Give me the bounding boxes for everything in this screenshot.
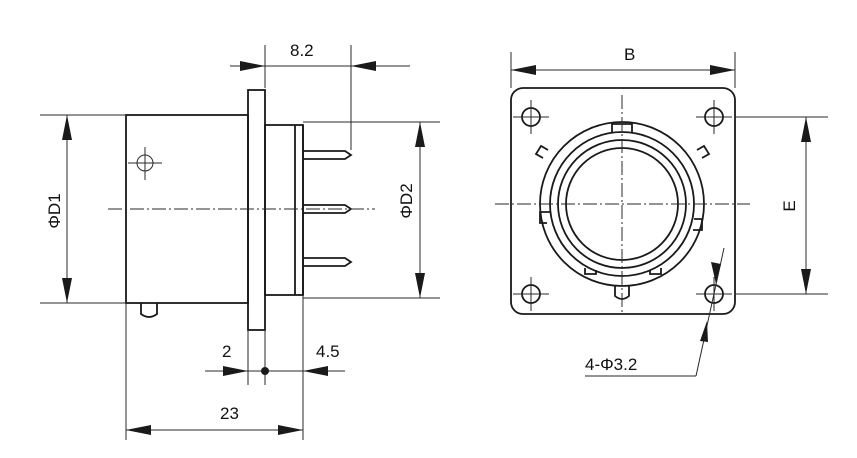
- label-holes: 4-Φ3.2: [585, 355, 637, 374]
- label-23: 23: [220, 404, 239, 423]
- label-b: B: [624, 45, 635, 64]
- dim-23: [126, 425, 303, 435]
- label-e: E: [780, 200, 799, 211]
- dim-b: [511, 65, 735, 75]
- label-4-5: 4.5: [316, 342, 340, 361]
- side-stub: [140, 303, 158, 318]
- dim-2-4-5: [205, 366, 345, 376]
- side-view: 8.2 ΦD1 ΦD2 2 4.5 23: [40, 41, 440, 440]
- side-flange: [247, 89, 266, 331]
- dim-d1: [62, 115, 72, 303]
- front-flange: [510, 87, 736, 315]
- dim-d2: [415, 122, 425, 298]
- side-rear-shell: [264, 124, 304, 296]
- label-d1: ΦD1: [45, 193, 64, 228]
- hole-leader: [585, 247, 725, 377]
- label-2: 2: [222, 342, 231, 361]
- label-d2: ΦD2: [397, 183, 416, 218]
- dim-e: [801, 117, 811, 294]
- label-8-2: 8.2: [290, 41, 314, 60]
- front-view: B E 4-Φ3.2: [495, 45, 828, 377]
- dim-8-2: [230, 61, 410, 71]
